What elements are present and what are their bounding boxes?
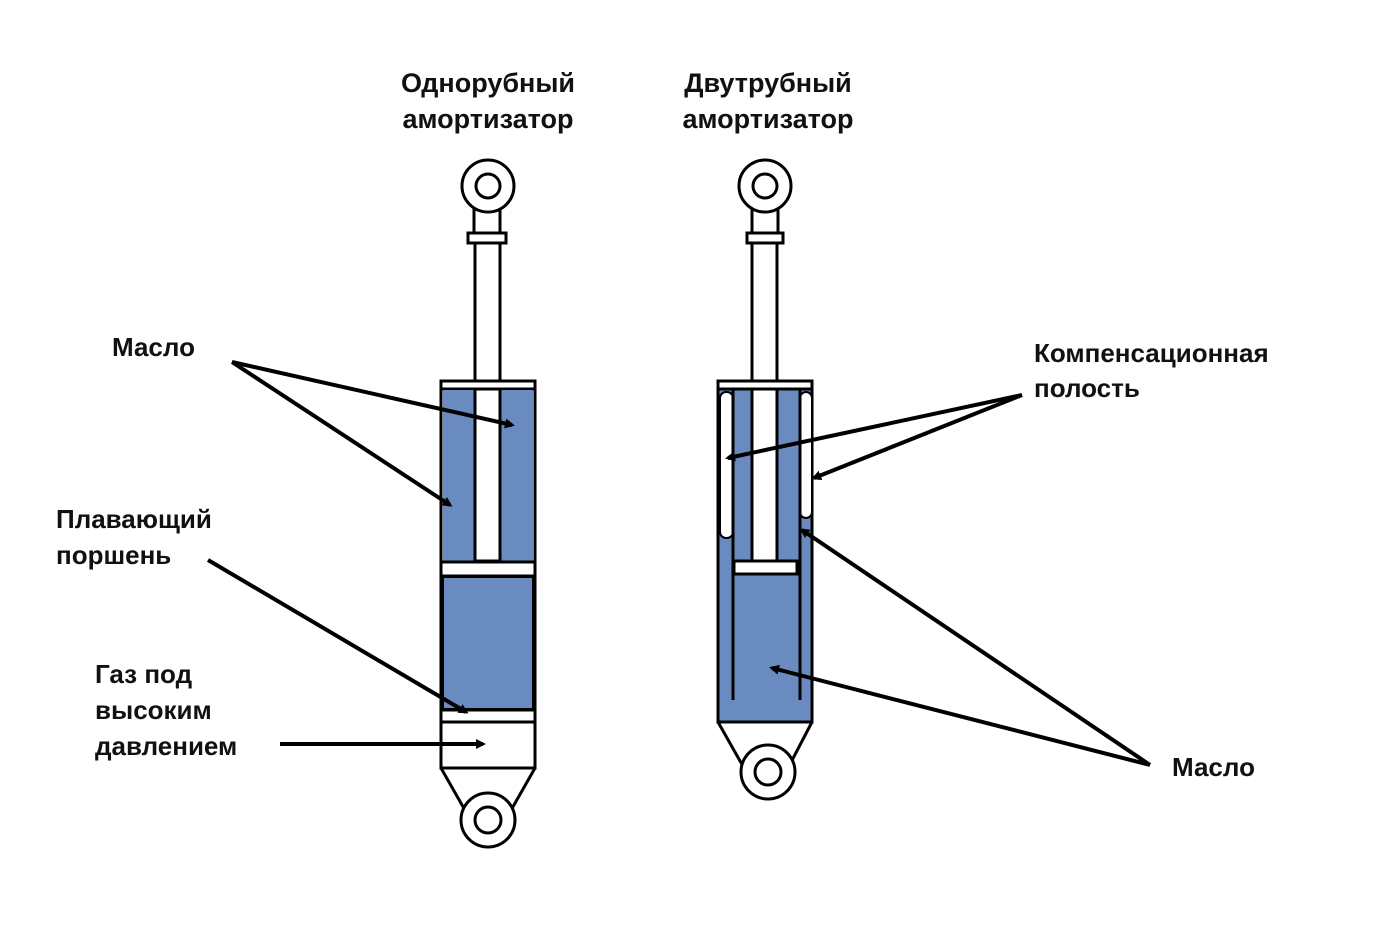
arrow-twin-oil-upper [799, 528, 1152, 767]
label-floating-piston-line1: Плавающий [56, 504, 212, 534]
label-mono-oil: Масло [112, 332, 195, 362]
mono-main-piston [439, 560, 537, 578]
twin-compensation-right [799, 391, 813, 519]
label-gas-line3: давлением [95, 731, 237, 761]
label-twin-oil: Масло [1172, 752, 1255, 782]
label-floating-piston-line2: поршень [56, 540, 171, 570]
mono-lower-oil [442, 576, 534, 710]
twin-top-eye [737, 158, 793, 237]
arrow-twin-oil-lower [769, 664, 1151, 767]
label-gas-line2: высоким [95, 695, 212, 725]
mono-tube-shock [439, 158, 537, 849]
arrows [206, 360, 1152, 767]
twin-tube-shock [716, 158, 814, 801]
twin-piston [732, 559, 799, 576]
twin-tube-title-line1: Двутрубный [684, 68, 852, 98]
mono-top-eye [460, 158, 516, 237]
mono-tube-title-line1: Однорубный [401, 68, 575, 98]
arrow-mono-oil-lower [230, 360, 453, 507]
label-compensation-line1: Компенсационная [1034, 338, 1269, 368]
twin-compensation-left [719, 391, 734, 539]
arrow-mono-oil-upper [231, 360, 515, 429]
mono-bottom-mount [439, 767, 537, 813]
label-gas-line1: Газ под [95, 659, 193, 689]
arrow-compensation-right [811, 393, 1023, 481]
arrow-floating-piston [206, 558, 469, 714]
arrow-compensation-left [725, 393, 1023, 462]
label-compensation-line2: полость [1034, 373, 1140, 403]
mono-tube-title-line2: амортизатор [402, 104, 573, 134]
mono-floating-piston [439, 708, 537, 724]
twin-tube-title-line2: амортизатор [682, 104, 853, 134]
